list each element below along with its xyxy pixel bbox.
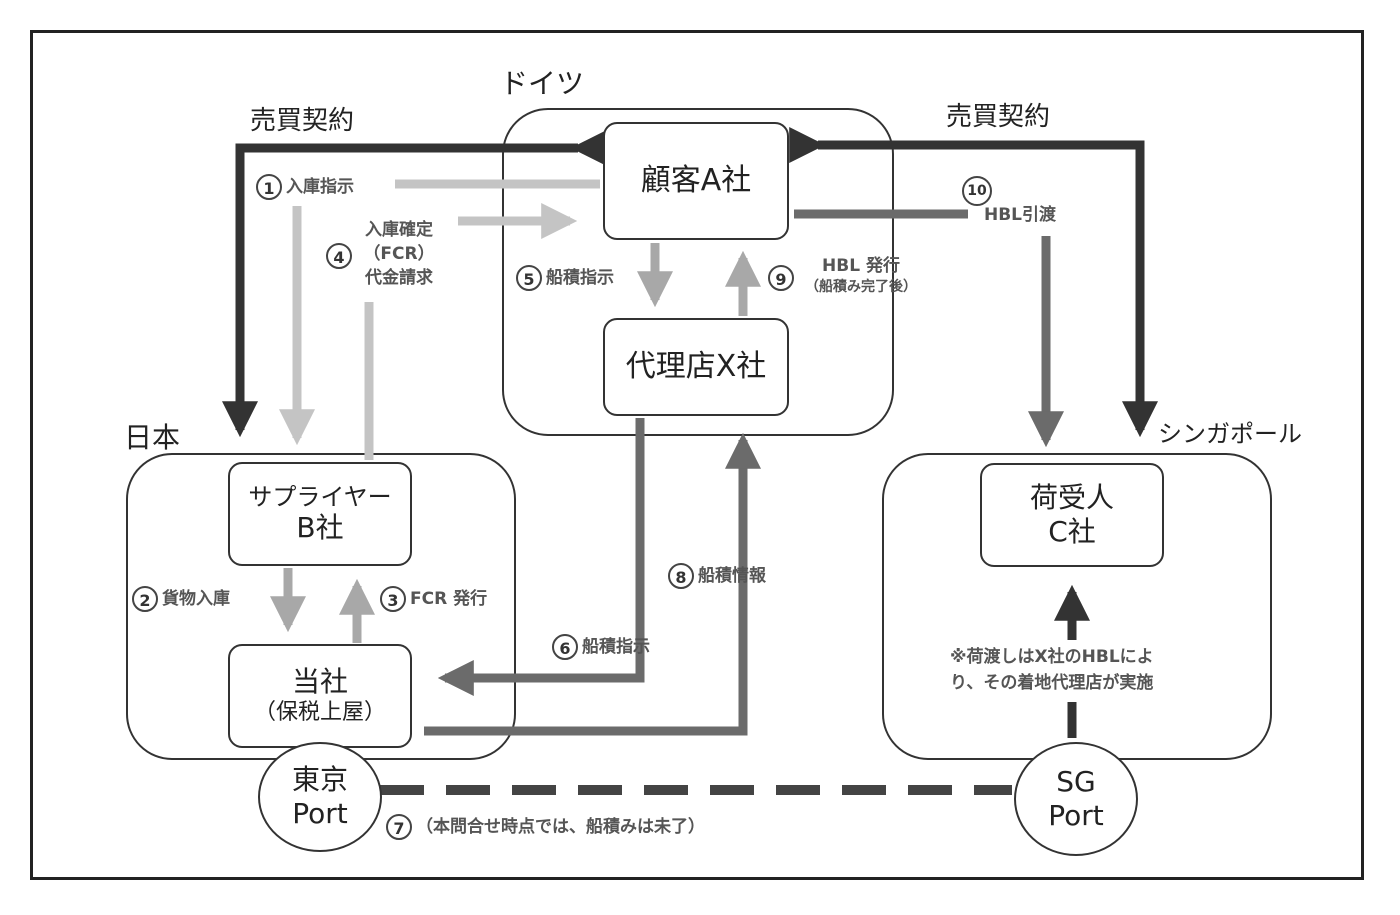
step8-number: 8 — [668, 563, 694, 589]
node-customer-a: 顧客A社 — [603, 122, 789, 240]
step7-number: 7 — [386, 814, 412, 840]
node-consignee-c-role: 荷受人 — [1029, 481, 1114, 514]
port-tokyo-line2: Port — [292, 797, 348, 830]
step3-number: 3 — [380, 586, 406, 612]
contract-arrow-left — [222, 130, 607, 438]
node-customer-a-label: 顧客A社 — [640, 163, 752, 198]
step3-text: FCR 発行 — [410, 589, 488, 609]
node-agent-x-label: 代理店X社 — [625, 349, 767, 384]
delivery-note: ※荷渡しはX社のHBLによ り、その着地代理店が実施 — [950, 644, 1154, 696]
label-step9: HBL 発行 （船積み完了後） — [796, 254, 926, 296]
node-supplier-b: サプライヤー B社 — [228, 462, 412, 566]
step1-number: 1 — [256, 174, 282, 200]
step9-line1: HBL 発行 — [822, 256, 900, 276]
step6-number: 6 — [552, 634, 578, 660]
step8-text: 船積情報 — [698, 566, 766, 586]
delivery-note-line1: ※荷渡しはX社のHBLによ — [950, 647, 1154, 667]
node-consignee-c-name: C社 — [1048, 515, 1096, 548]
port-tokyo-line1: 東京 — [291, 763, 348, 796]
node-our-company-sub: （保税上屋） — [253, 700, 386, 725]
step1-text: 入庫指示 — [286, 177, 354, 197]
region-label-singapore: シンガポール — [1158, 420, 1302, 448]
node-our-company: 当社 （保税上屋） — [228, 644, 412, 748]
step6-text: 船積指示 — [582, 637, 650, 657]
node-our-company-name: 当社 — [291, 665, 348, 698]
step4-line3: 代金請求 — [365, 268, 433, 288]
port-sg-line1: SG — [1056, 765, 1096, 798]
node-supplier-b-role: サプライヤー — [248, 483, 392, 511]
step4-line2: （FCR） — [363, 244, 435, 264]
region-label-japan: 日本 — [124, 421, 181, 454]
delivery-note-line2: り、その着地代理店が実施 — [950, 673, 1154, 693]
label-step4: 入庫確定 （FCR） 代金請求 — [354, 218, 444, 290]
port-sg-line2: Port — [1048, 799, 1104, 832]
node-supplier-b-name: B社 — [296, 511, 344, 544]
step2-number: 2 — [132, 586, 158, 612]
step2-text: 貨物入庫 — [162, 589, 230, 609]
arrow-step8 — [424, 432, 761, 736]
step4-line1: 入庫確定 — [365, 220, 433, 240]
step10-number: 10 — [962, 176, 992, 206]
step9-line2: （船積み完了後） — [805, 279, 917, 295]
step5-text: 船積指示 — [546, 268, 614, 288]
arrow-step6 — [437, 418, 645, 696]
step5-number: 5 — [516, 265, 542, 291]
port-tokyo: 東京 Port — [258, 742, 382, 852]
node-agent-x: 代理店X社 — [603, 318, 789, 416]
label-step10: HBL引渡 — [984, 203, 1056, 227]
node-consignee-c: 荷受人 C社 — [980, 463, 1164, 567]
port-sg: SG Port — [1014, 742, 1138, 856]
step9-number: 9 — [768, 265, 794, 291]
contract-arrow-right — [789, 127, 1158, 438]
label-step7: 7（本問合せ時点では、船積みは未了） — [386, 814, 705, 840]
step4-number: 4 — [326, 243, 352, 269]
region-label-germany: ドイツ — [500, 67, 585, 100]
step7-text: （本問合せ時点では、船積みは未了） — [416, 817, 705, 837]
diagram-frame — [30, 30, 1364, 880]
step10-text: HBL引渡 — [984, 205, 1057, 225]
